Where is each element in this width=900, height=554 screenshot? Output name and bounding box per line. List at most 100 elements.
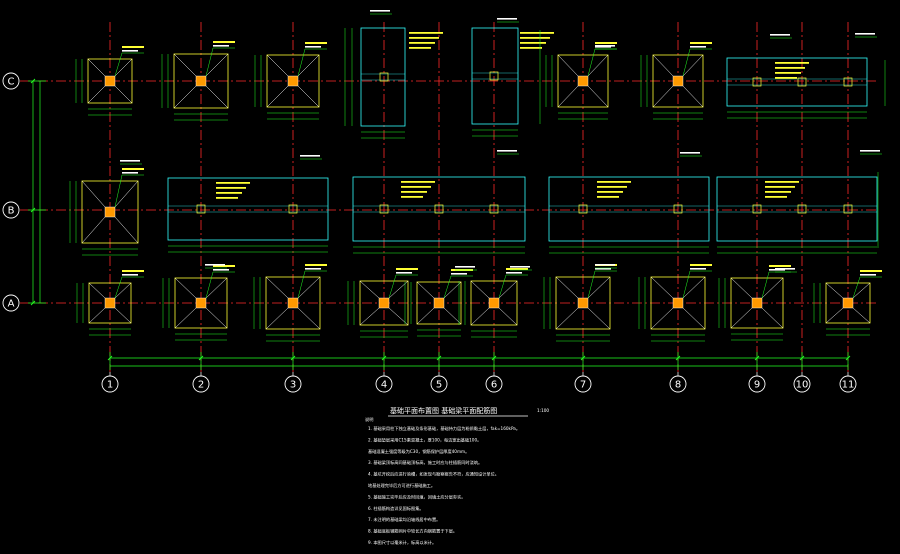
axis-label-1: 1 bbox=[107, 380, 113, 391]
annotation-text-mark bbox=[775, 268, 795, 270]
axis-label-4: 4 bbox=[381, 380, 387, 391]
footing-slope-line bbox=[682, 54, 704, 77]
annotation-text-mark bbox=[305, 268, 321, 270]
annotation-text-mark bbox=[213, 265, 235, 267]
strip-footing bbox=[360, 27, 443, 139]
footing-slope-line bbox=[87, 85, 106, 104]
footing-slope-line bbox=[297, 307, 321, 330]
annotation-text-mark bbox=[216, 187, 246, 189]
axis-label-3: 3 bbox=[290, 380, 296, 391]
annotation-text-mark bbox=[213, 45, 229, 47]
annotation-leader bbox=[498, 274, 507, 299]
footing-outline bbox=[652, 54, 704, 108]
axis-bubble-A bbox=[2, 294, 20, 312]
column-section bbox=[577, 75, 589, 87]
footing-slope-line bbox=[174, 277, 197, 299]
axis-bubble-C bbox=[2, 72, 20, 90]
column-section bbox=[287, 297, 299, 309]
annotation-leader bbox=[682, 270, 691, 299]
annotation-text-mark bbox=[775, 72, 801, 74]
column-section bbox=[797, 77, 807, 87]
isolated-footing bbox=[718, 265, 791, 341]
column-section bbox=[196, 204, 206, 214]
footing-slope-line bbox=[498, 280, 518, 299]
column-section bbox=[104, 206, 116, 218]
note-item: 6. 柱插筋构造详见国标图集。 bbox=[368, 505, 424, 512]
axis-label-A: A bbox=[8, 299, 15, 310]
annotation-text-mark bbox=[769, 269, 785, 271]
annotation-text-mark bbox=[775, 62, 809, 64]
strip-footing bbox=[471, 27, 554, 137]
isolated-footings-layer bbox=[69, 41, 882, 342]
annotation-leader bbox=[443, 275, 452, 299]
column-section bbox=[378, 297, 390, 309]
strip-footing-outline bbox=[352, 176, 526, 242]
note-item: 7. 未注明的基础梁均沿轴线居中布置。 bbox=[368, 516, 440, 523]
footing-slope-line bbox=[557, 54, 579, 77]
axis-label-9: 9 bbox=[754, 380, 760, 391]
note-item: 3. 基础梁顶标高同基础顶标高，施工时应与柱插筋同时浇筑。 bbox=[368, 459, 482, 466]
column-section bbox=[489, 204, 499, 214]
annotation-leader bbox=[388, 274, 397, 299]
annotation-text-mark bbox=[769, 265, 791, 267]
footing-slope-line bbox=[205, 277, 228, 299]
dimension-tick bbox=[799, 355, 805, 361]
annotation-text-mark bbox=[122, 274, 138, 276]
drawing-title: 基础平面布置图 基础梁平面配筋图 bbox=[390, 406, 497, 415]
strip-footing-outline bbox=[167, 177, 329, 241]
annotation-text-mark bbox=[690, 264, 712, 266]
column-section bbox=[673, 204, 683, 214]
annotation-text-mark bbox=[520, 37, 550, 39]
annotation-leaders-layer bbox=[120, 10, 886, 273]
axis-label-C: C bbox=[8, 77, 15, 88]
column-section bbox=[195, 75, 207, 87]
footing-slope-line bbox=[265, 276, 289, 299]
column-section bbox=[751, 297, 763, 309]
footing-outline bbox=[470, 280, 518, 326]
column-section bbox=[489, 71, 499, 81]
annotation-text-mark bbox=[690, 42, 712, 44]
annotation-text-mark bbox=[860, 270, 882, 272]
column-section bbox=[288, 204, 298, 214]
annotation-text-mark bbox=[595, 45, 615, 47]
footing-slope-line bbox=[761, 277, 784, 299]
dimension-tick bbox=[381, 355, 387, 361]
footing-slope-line bbox=[114, 216, 139, 244]
annotation-text-mark bbox=[409, 47, 431, 49]
annotation-text-mark bbox=[213, 41, 235, 43]
annotation-text-mark bbox=[396, 272, 412, 274]
footing-outline bbox=[88, 282, 132, 324]
note-item: 1. 基础采用柱下独立基础及条形基础，基础持力层为粉质黏土层，fak=160kP… bbox=[368, 425, 520, 432]
annotation-text-mark bbox=[497, 18, 517, 20]
footing-slope-line bbox=[730, 277, 753, 299]
footing-slope-line bbox=[114, 282, 132, 299]
footing-slope-line bbox=[443, 281, 462, 299]
column-section bbox=[104, 75, 116, 87]
annotation-text-mark bbox=[455, 266, 475, 268]
annotation-leader bbox=[852, 276, 861, 299]
footing-outline bbox=[174, 277, 228, 329]
footing-slope-line bbox=[650, 276, 674, 299]
annotation-text-mark bbox=[122, 168, 144, 170]
column-section bbox=[672, 75, 684, 87]
footing-slope-line bbox=[652, 85, 674, 108]
axis-bubble-B bbox=[2, 201, 20, 219]
footing-slope-line bbox=[359, 280, 380, 299]
footing-slope-line bbox=[359, 307, 380, 326]
note-item: 基础混凝土强度等级为C30，钢筋保护层厚度40mm。 bbox=[368, 448, 469, 455]
note-item: 地基处理完毕后方可进行基础施工。 bbox=[368, 482, 435, 489]
dimension-tick bbox=[675, 355, 681, 361]
footing-slope-line bbox=[555, 276, 579, 299]
axis-label-5: 5 bbox=[436, 380, 442, 391]
annotation-text-mark bbox=[122, 50, 138, 52]
annotation-text-mark bbox=[690, 268, 706, 270]
axis-label-11: 11 bbox=[842, 380, 855, 391]
footing-slope-line bbox=[173, 53, 197, 77]
column-section bbox=[434, 204, 444, 214]
footing-slope-line bbox=[587, 54, 609, 77]
column-section bbox=[379, 204, 389, 214]
footing-slope-line bbox=[852, 282, 871, 299]
